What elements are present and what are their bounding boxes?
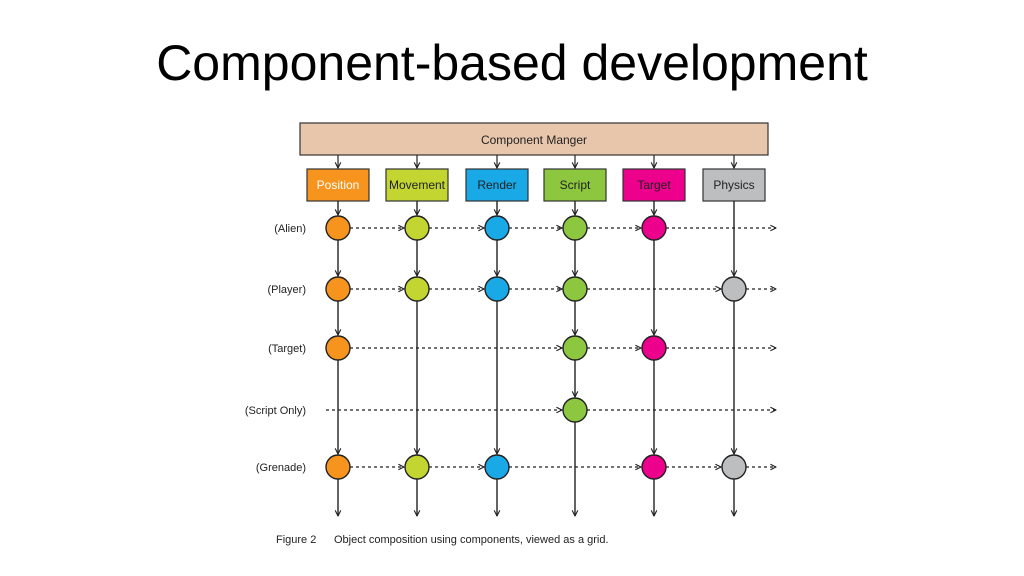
component-node-movement: [404, 215, 430, 241]
component-box-movement: Movement: [385, 168, 449, 202]
component-box-position: Position: [306, 168, 370, 202]
object-label: (Player): [267, 284, 306, 296]
object-label: (Script Only): [245, 405, 306, 417]
component-node-position: [325, 335, 351, 361]
component-node-position: [325, 215, 351, 241]
component-node-movement: [404, 454, 430, 480]
slide-title: Component-based development: [156, 35, 868, 91]
component-node-render: [484, 276, 510, 302]
figure-caption-number: Figure 2: [276, 534, 316, 546]
component-node-script: [562, 276, 588, 302]
component-manager-label: Component Manger: [481, 133, 587, 147]
component-node-target: [641, 335, 667, 361]
component-label-target: Target: [637, 178, 671, 192]
object-label: (Alien): [274, 223, 306, 235]
component-node-script: [562, 335, 588, 361]
object-label: (Grenade): [256, 462, 306, 474]
component-label-script: Script: [560, 178, 591, 192]
component-node-target: [641, 454, 667, 480]
object-label: (Target): [268, 343, 306, 355]
component-node-physics: [721, 276, 747, 302]
component-node-render: [484, 215, 510, 241]
component-node-render: [484, 454, 510, 480]
component-box-render: Render: [465, 168, 529, 202]
component-node-physics: [721, 454, 747, 480]
component-manager-box: [299, 122, 769, 156]
component-node-target: [641, 215, 667, 241]
component-node-position: [325, 454, 351, 480]
component-label-physics: Physics: [713, 178, 754, 192]
component-node-movement: [404, 276, 430, 302]
component-box-target: Target: [622, 168, 686, 202]
figure-caption-text: Object composition using components, vie…: [334, 534, 609, 546]
component-label-position: Position: [317, 178, 360, 192]
component-label-render: Render: [477, 178, 516, 192]
component-label-movement: Movement: [389, 178, 446, 192]
component-box-script: Script: [543, 168, 607, 202]
component-node-position: [325, 276, 351, 302]
component-node-script: [562, 397, 588, 423]
component-box-physics: Physics: [702, 168, 766, 202]
component-node-script: [562, 215, 588, 241]
